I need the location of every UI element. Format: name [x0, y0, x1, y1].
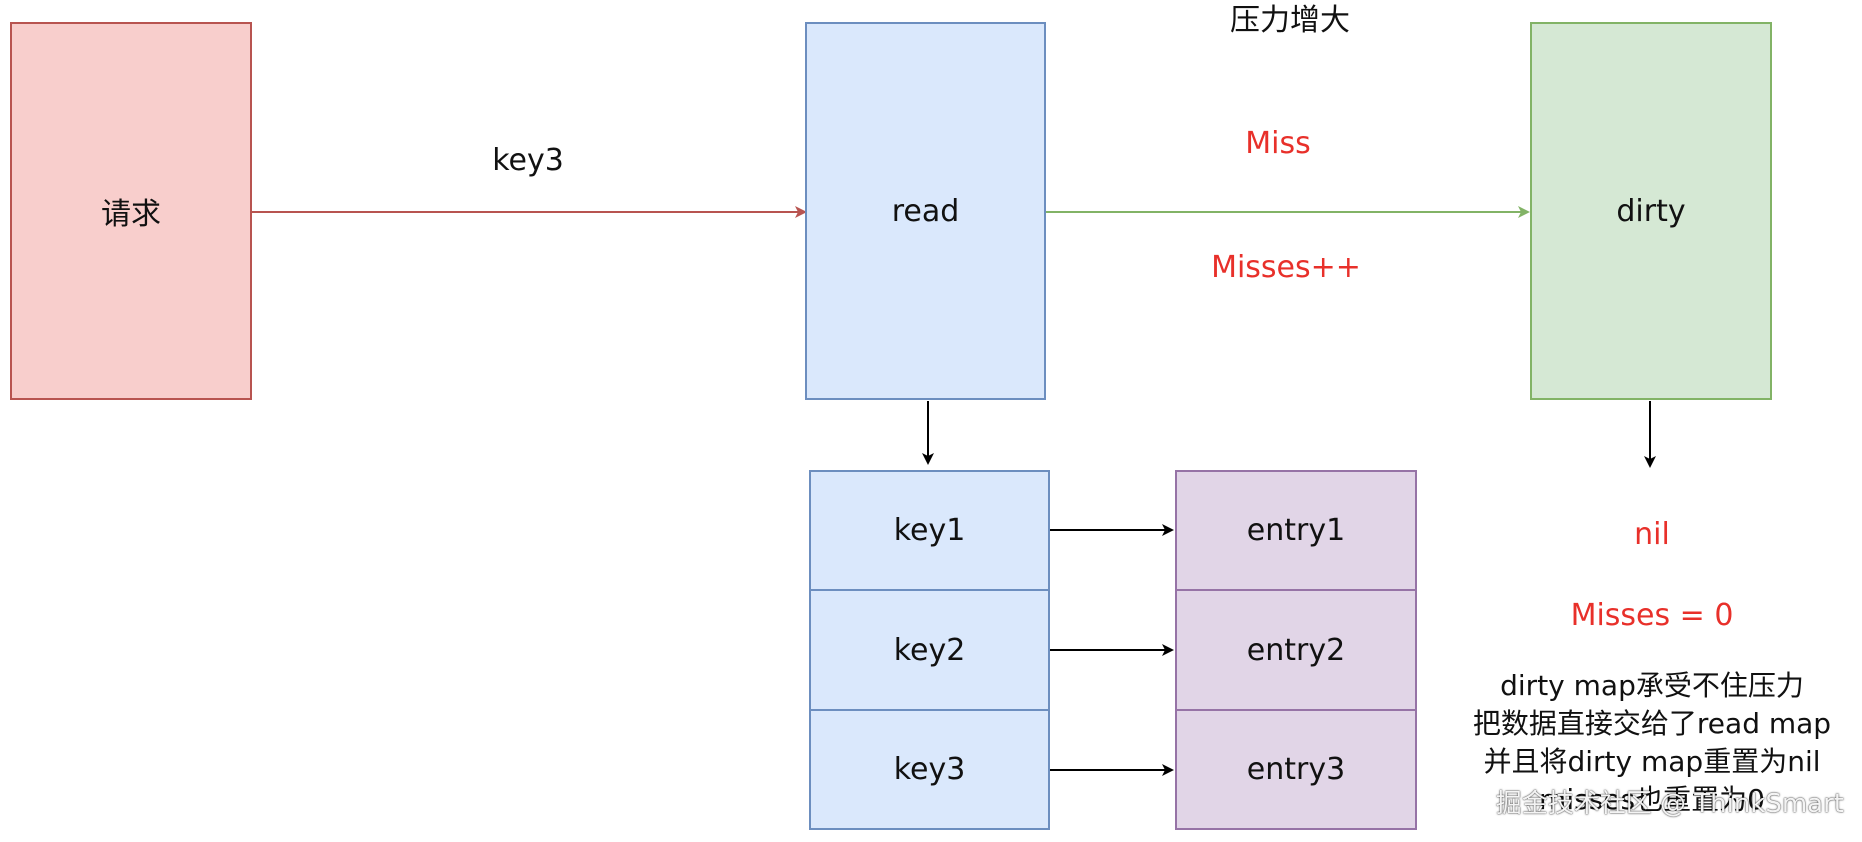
key-cell: key1	[809, 470, 1050, 591]
dirty-node-label: dirty	[1616, 193, 1686, 229]
request-node: 请求	[10, 22, 252, 400]
entry-cell: entry1	[1175, 470, 1417, 591]
request-to-read-label: key3	[492, 143, 564, 178]
key-cell: key2	[809, 589, 1050, 711]
entry-label: entry3	[1246, 752, 1346, 787]
miss-label: Miss	[1245, 126, 1311, 161]
entry-label: entry2	[1246, 632, 1346, 668]
note-line: 把数据直接交给了read map	[1472, 707, 1832, 740]
key-cell: key3	[809, 709, 1050, 830]
note-line: 并且将dirty map重置为nil	[1483, 745, 1821, 778]
key-label: key1	[893, 513, 966, 548]
watermark: 掘金技术社区 @ ThinkSmart	[1495, 789, 1844, 819]
dirty-node: dirty	[1530, 22, 1772, 400]
key-label: key3	[893, 752, 966, 787]
entry-cell: entry2	[1175, 589, 1417, 711]
misses-reset-label: Misses = 0	[1570, 598, 1734, 633]
entry-label: entry1	[1246, 513, 1346, 548]
misses-increment-label: Misses++	[1211, 250, 1361, 285]
key-label: key2	[893, 632, 966, 668]
note-line: dirty map承受不住压力	[1500, 669, 1804, 702]
nil-label: nil	[1634, 517, 1670, 552]
read-node: read	[805, 22, 1046, 400]
request-node-label: 请求	[101, 197, 161, 232]
note-line: misses也重置为0	[1539, 783, 1765, 816]
read-node-label: read	[891, 193, 960, 229]
explanation-note: dirty map承受不住压力 把数据直接交给了read map 并且将dirt…	[1473, 667, 1831, 819]
pressure-label: 压力增大	[1230, 3, 1350, 38]
entry-cell: entry3	[1175, 709, 1417, 830]
